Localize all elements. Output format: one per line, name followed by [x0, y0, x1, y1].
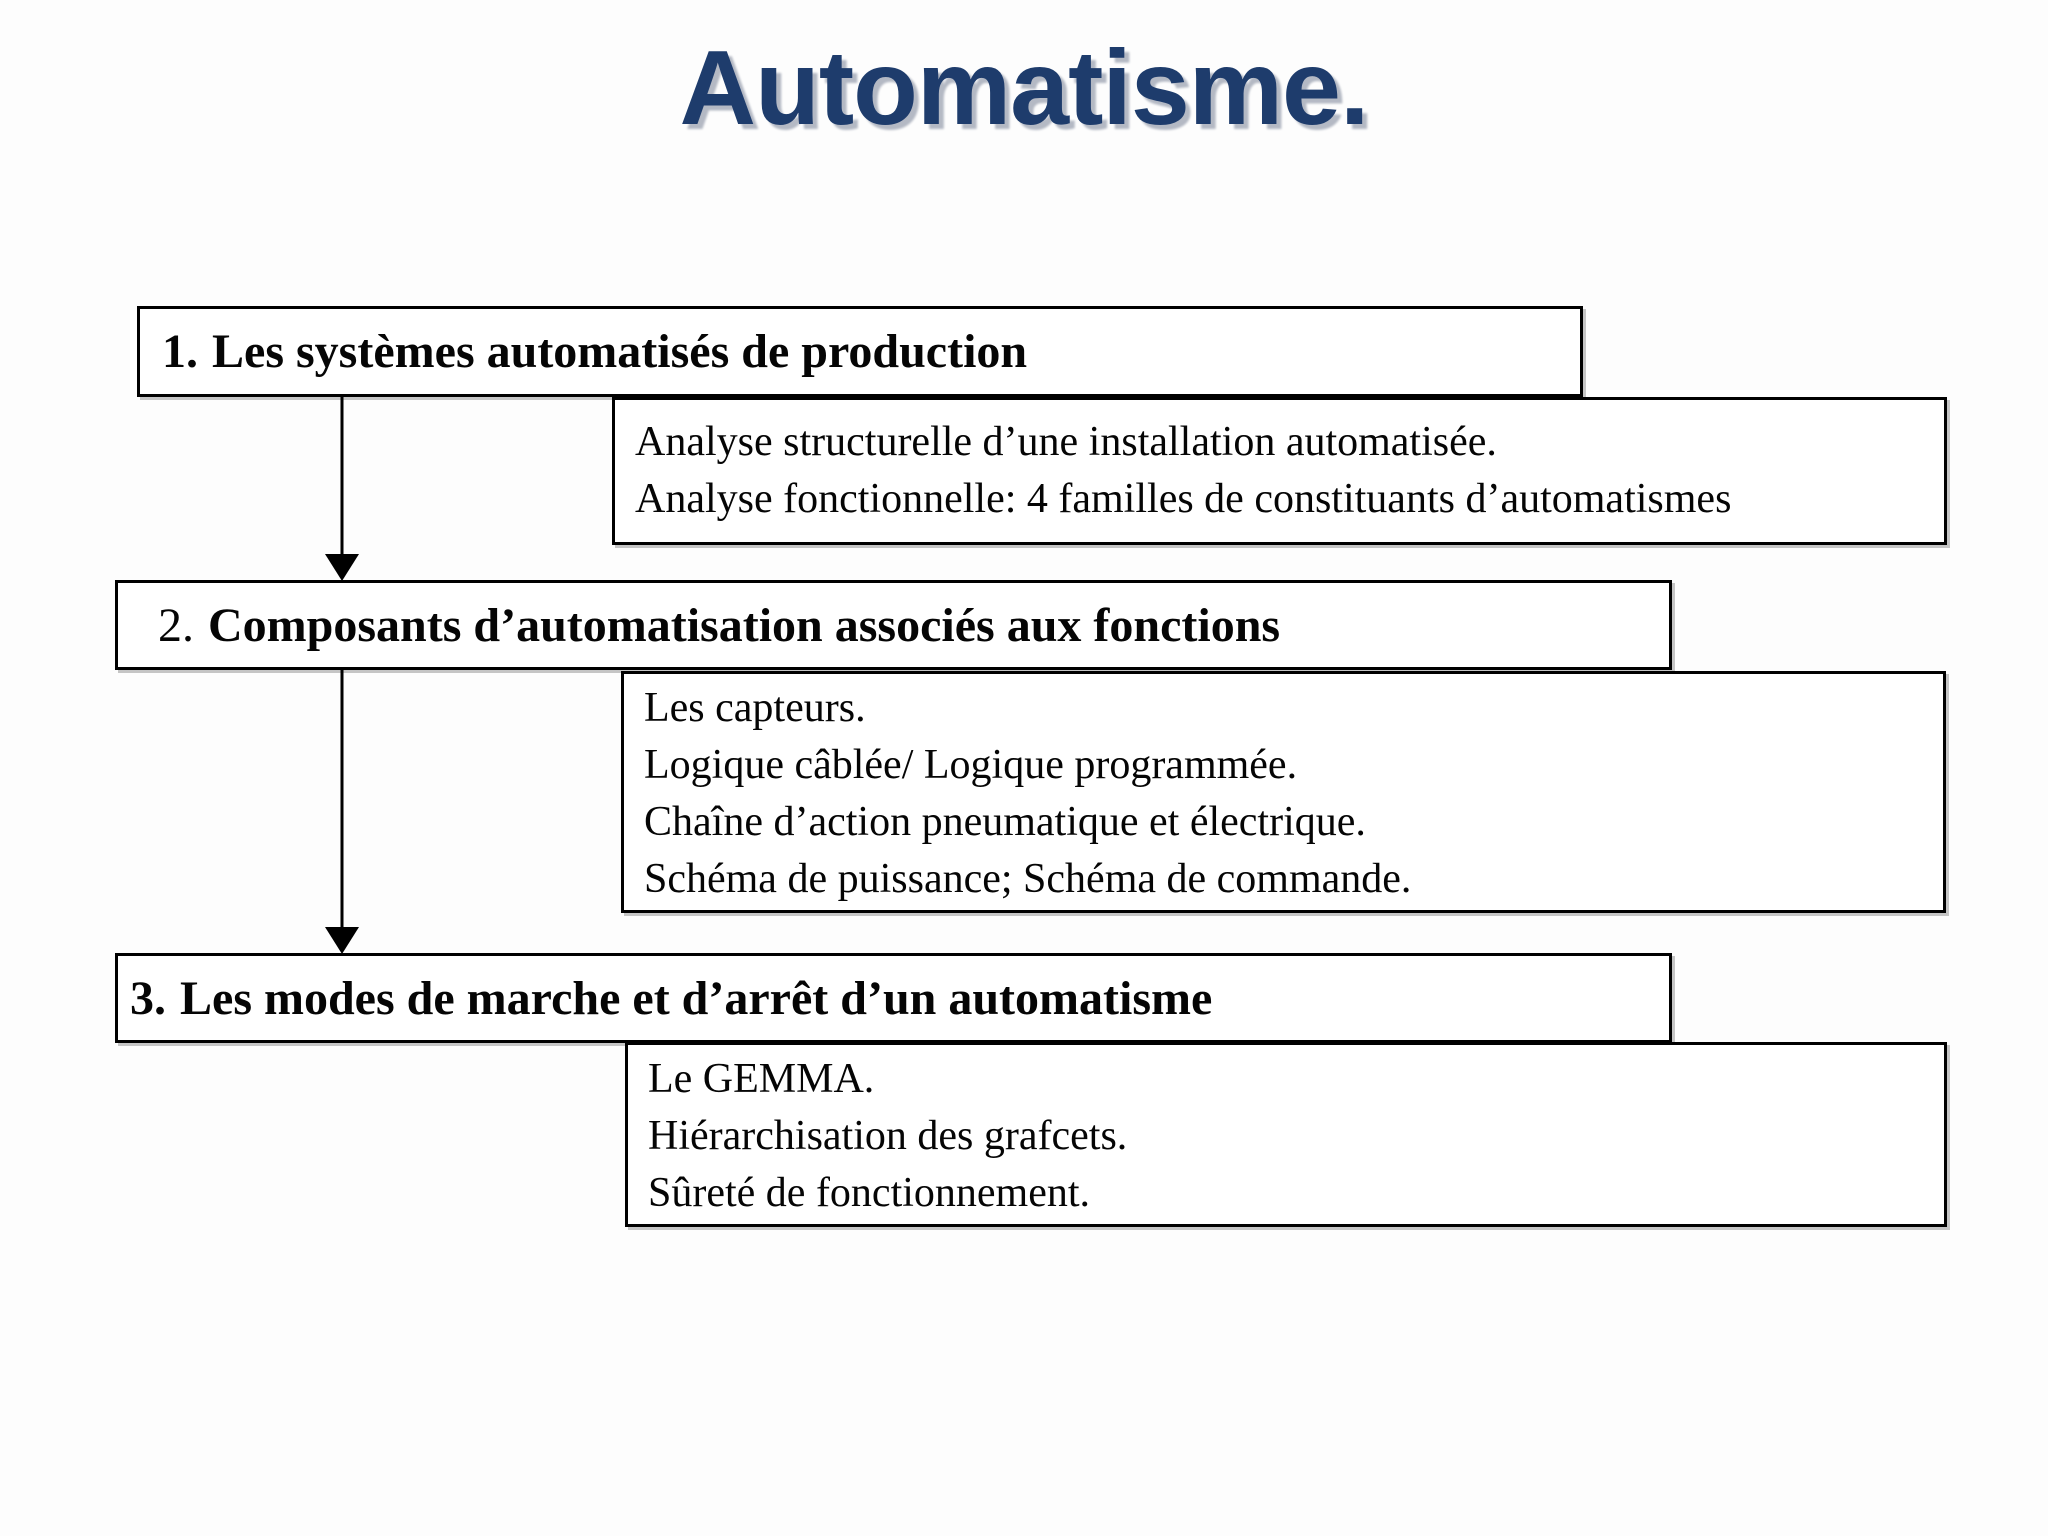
detail-line: Analyse fonctionnelle: 4 familles de con… [635, 476, 1732, 522]
section-box-1: 1. Les systèmes automatisés de productio… [137, 306, 1583, 397]
detail-line: Les capteurs. [644, 685, 866, 731]
detail-line: Analyse structurelle d’une installation … [635, 419, 1497, 465]
detail-box-3: Le GEMMA. Hiérarchisation des grafcets. Sû… [625, 1042, 1947, 1227]
section-box-2: 2. Composants d’automatisation associés … [115, 580, 1672, 670]
detail-line: Chaîne d’action pneumatique et électriqu… [644, 799, 1366, 845]
section-box-3: 3. Les modes de marche et d’arrêt d’un a… [115, 953, 1672, 1043]
arrow-down-2-icon [325, 670, 359, 954]
arrow-down-1-icon [325, 397, 359, 581]
detail-line: Le GEMMA. [648, 1056, 875, 1102]
section-title-2: Composants d’automatisation associés aux… [208, 598, 1281, 652]
detail-line: Schéma de puissance; Schéma de commande. [644, 856, 1412, 902]
detail-line: Hiérarchisation des grafcets. [648, 1113, 1128, 1159]
detail-line: Sûreté de fonctionnement. [648, 1170, 1091, 1216]
section-title-1: Les systèmes automatisés de production [212, 325, 1028, 378]
page-title: Automatisme. [679, 29, 1370, 147]
section-title-3: Les modes de marche et d’arrêt d’un auto… [180, 971, 1213, 1025]
section-number-3: 3. [130, 971, 166, 1025]
section-number-2: 2. [158, 598, 194, 652]
section-number-1: 1. [162, 325, 198, 378]
detail-box-2: Les capteurs. Logique câblée/ Logique pro… [621, 671, 1946, 913]
detail-line: Logique câblée/ Logique programmée. [644, 742, 1298, 788]
detail-box-1: Analyse structurelle d’une installation … [612, 397, 1947, 545]
